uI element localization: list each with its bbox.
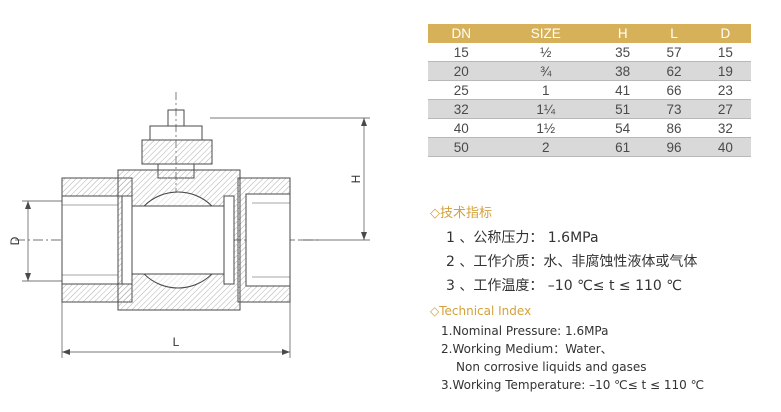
cell-h: 35: [597, 43, 649, 62]
tech-index-list-en: 1.Nominal Pressure: 1.6MPa 2.Working Med…: [441, 322, 704, 394]
cell-h: 51: [597, 99, 649, 119]
cell-dn: 15: [428, 43, 495, 62]
cell-h: 61: [597, 137, 649, 157]
cell-dn: 32: [428, 99, 495, 119]
dimension-table: DN SIZE H L D 15 ½ 35 57 15 20 ¾ 38 62 1…: [428, 24, 751, 157]
table-row: 50 2 61 96 40: [428, 137, 751, 157]
table-row: 32 1¼ 51 73 27: [428, 99, 751, 119]
cell-size: 1¼: [494, 99, 598, 119]
table-header-row: DN SIZE H L D: [428, 24, 751, 43]
table-row: 25 1 41 66 23: [428, 80, 751, 100]
cell-dn: 25: [428, 80, 495, 100]
dimension-l-label: L: [173, 335, 180, 349]
cell-d: 40: [699, 137, 751, 157]
cell-h: 38: [597, 61, 649, 81]
cell-size: 2: [494, 137, 598, 157]
tech-en-line-temperature: 3.Working Temperature: –10 ℃≤ t ≤ 110 ℃: [441, 378, 705, 392]
cell-l: 57: [648, 43, 700, 62]
cell-d: 32: [699, 118, 751, 138]
header-h: H: [597, 24, 649, 43]
cell-l: 86: [648, 118, 700, 138]
cell-d: 19: [699, 61, 751, 81]
tech-cn-line-temperature: 3 、工作温度： –10 ℃≤ t ≤ 110 ℃: [446, 278, 682, 294]
tech-en-line-medium: 2.Working Medium：Water、: [441, 342, 613, 356]
cell-l: 62: [648, 61, 700, 81]
cell-l: 96: [648, 137, 700, 157]
dimension-h-label: H: [349, 175, 363, 184]
tech-index-title-en: ◇Technical Index: [430, 304, 532, 318]
table-row: 40 1½ 54 86 32: [428, 118, 751, 138]
tech-index-title-cn: ◇技术指标: [430, 206, 492, 221]
cell-h: 54: [597, 118, 649, 138]
tech-en-line-pressure: 1.Nominal Pressure: 1.6MPa: [441, 324, 609, 338]
cell-size: 1: [494, 80, 598, 100]
cell-d: 15: [699, 43, 751, 62]
tech-cn-line-pressure: 1 、公称压力： 1.6MPa: [446, 230, 599, 246]
cell-l: 66: [648, 80, 700, 100]
table-row: 15 ½ 35 57 15: [428, 43, 751, 62]
cell-dn: 20: [428, 61, 495, 81]
tech-en-line-medium-cont: Non corrosive liquids and gases: [456, 360, 647, 374]
cell-dn: 50: [428, 137, 495, 157]
header-dn: DN: [428, 24, 495, 43]
cell-d: 27: [699, 99, 751, 119]
header-l: L: [648, 24, 700, 43]
cell-d: 23: [699, 80, 751, 100]
table-row: 20 ¾ 38 62 19: [428, 61, 751, 81]
tech-cn-line-medium: 2 、工作介质：水、非腐蚀性液体或气体: [446, 254, 698, 270]
valve-technical-drawing: D H L: [8, 92, 370, 358]
cell-size: ¾: [494, 61, 598, 81]
cell-l: 73: [648, 99, 700, 119]
cell-h: 41: [597, 80, 649, 100]
cell-size: ½: [494, 43, 598, 62]
dimension-d-label: D: [8, 236, 22, 245]
tech-index-list-cn: 1 、公称压力： 1.6MPa 2 、工作介质：水、非腐蚀性液体或气体 3 、工…: [446, 226, 697, 298]
cell-dn: 40: [428, 118, 495, 138]
cell-size: 1½: [494, 118, 598, 138]
header-size: SIZE: [494, 24, 598, 43]
header-d: D: [699, 24, 751, 43]
